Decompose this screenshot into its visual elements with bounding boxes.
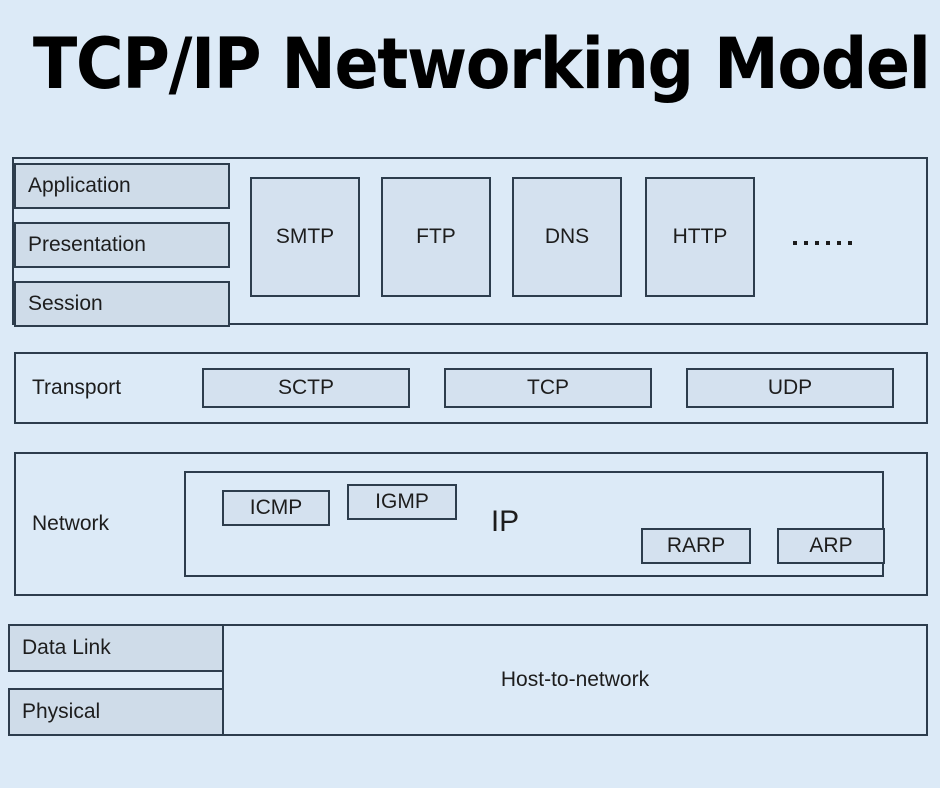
protocol-box-smtp-label: SMTP: [275, 225, 335, 248]
layer-label-data-link-text: Data Link: [22, 636, 111, 659]
layer-label-physical[interactable]: Physical: [8, 688, 224, 736]
protocol-box-tcp-label: TCP: [527, 376, 569, 399]
layer-label-network-text: Network: [32, 512, 110, 535]
ip-protocol-label: IP: [472, 502, 538, 542]
layer-label-transport: Transport: [32, 372, 192, 404]
page-title: TCP/IP Networking Model: [32, 23, 931, 105]
protocol-box-udp-label: UDP: [767, 376, 813, 399]
layer-label-session[interactable]: Session: [14, 281, 230, 327]
layer-label-physical-text: Physical: [22, 700, 101, 723]
protocol-box-sctp[interactable]: SCTP: [202, 368, 410, 408]
protocol-box-udp[interactable]: UDP: [686, 368, 894, 408]
host-to-network-label: Host-to-network: [222, 660, 928, 700]
protocol-box-rarp-label: RARP: [666, 534, 726, 557]
protocol-box-icmp[interactable]: ICMP: [222, 490, 330, 526]
ip-protocol-label-text: IP: [490, 505, 520, 538]
protocol-box-arp-label: ARP: [809, 534, 853, 557]
protocol-box-dns[interactable]: DNS: [512, 177, 622, 297]
layer-label-data-link[interactable]: Data Link: [8, 624, 224, 672]
protocol-box-http[interactable]: HTTP: [645, 177, 755, 297]
layer-label-transport-text: Transport: [32, 376, 122, 399]
protocol-box-arp[interactable]: ARP: [777, 528, 885, 564]
protocol-box-icmp-label: ICMP: [249, 496, 303, 519]
protocol-box-rarp[interactable]: RARP: [641, 528, 751, 564]
protocol-box-ftp-label: FTP: [416, 225, 456, 248]
link-group-container: [222, 624, 928, 736]
protocol-box-ftp[interactable]: FTP: [381, 177, 491, 297]
layer-label-application-text: Application: [28, 174, 131, 197]
layer-label-application[interactable]: Application: [14, 163, 230, 209]
protocol-box-igmp[interactable]: IGMP: [347, 484, 457, 520]
layer-label-session-text: Session: [28, 292, 103, 315]
more-protocols-ellipsis-icon: [793, 241, 852, 245]
ip-protocol-container: [184, 471, 884, 577]
layer-label-presentation[interactable]: Presentation: [14, 222, 230, 268]
protocol-box-dns-label: DNS: [544, 225, 590, 248]
network-group-container: [14, 452, 928, 596]
protocol-box-tcp[interactable]: TCP: [444, 368, 652, 408]
protocol-box-sctp-label: SCTP: [277, 376, 334, 399]
host-to-network-label-text: Host-to-network: [500, 668, 650, 691]
layer-label-network: Network: [32, 508, 192, 540]
layer-label-presentation-text: Presentation: [28, 233, 146, 256]
protocol-box-smtp[interactable]: SMTP: [250, 177, 360, 297]
protocol-box-igmp-label: IGMP: [375, 490, 429, 513]
protocol-box-http-label: HTTP: [672, 225, 728, 248]
